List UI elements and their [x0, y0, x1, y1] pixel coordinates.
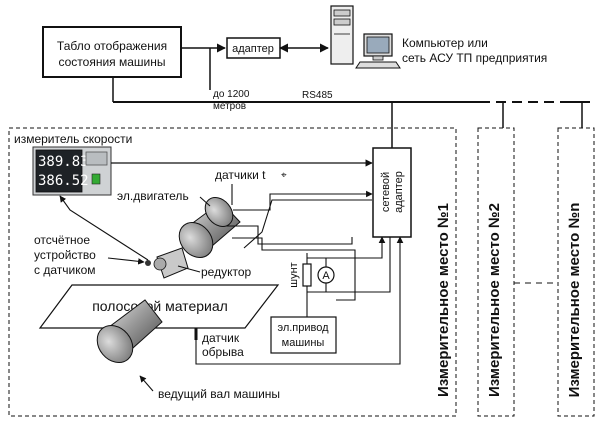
- speed-meter-label: измеритель скорости: [14, 132, 132, 146]
- motor-icon: [178, 197, 241, 258]
- break-sensor-line2: обрыва: [202, 345, 244, 359]
- display-board: Табло отображения состояния машины: [42, 26, 182, 78]
- computer-icon: [330, 5, 401, 69]
- electric-drive-box: эл.привод машины: [270, 316, 337, 354]
- speed-reading-bottom: 386.52: [38, 173, 89, 189]
- network-adapter-line1: сетевой: [380, 172, 392, 212]
- station-1-frame: [8, 127, 457, 417]
- station-n-title: Измерительное место №n: [566, 203, 583, 398]
- gearbox-icon: [153, 247, 189, 279]
- adapter-box: адаптер: [226, 37, 281, 59]
- shunt-resistor: [302, 263, 312, 287]
- station-n-frame: [557, 127, 595, 417]
- station-2-title: Измерительное место №2: [486, 203, 503, 397]
- network-adapter-line2: адаптер: [393, 171, 405, 213]
- station-2-frame: [477, 127, 515, 417]
- counter-label-line3: с датчиком: [34, 263, 96, 277]
- distance-line2: метров: [213, 101, 246, 112]
- strip-material-label: полосовой материал: [92, 298, 228, 314]
- speed-reading-top: 389.83: [38, 154, 89, 170]
- temp-sensors-label: датчики t: [215, 168, 266, 182]
- counter-sensor-icon: [145, 260, 151, 266]
- network-adapter: сетевой адаптер: [372, 147, 412, 238]
- strip-material: полосовой материал: [38, 284, 280, 329]
- display-board-line2: состояния машины: [58, 55, 165, 69]
- counter-label-line1: отсчётное: [34, 233, 90, 247]
- thermometer-icon: ⌖: [281, 170, 287, 181]
- speed-meter-device: 389.83 386.52: [32, 146, 112, 196]
- computer-label-line1: Компьютер или: [402, 36, 488, 50]
- break-sensor-line1: датчик: [202, 331, 240, 345]
- drive-shaft-label: ведущий вал машины: [158, 387, 280, 401]
- electric-drive-line2: машины: [282, 337, 325, 349]
- indicator-light-icon: [91, 173, 101, 185]
- shunt-label: шунт: [288, 262, 300, 287]
- counter-label-line2: устройство: [34, 248, 96, 262]
- gearbox-label: редуктор: [201, 265, 252, 279]
- display-board-line1: Табло отображения: [57, 39, 167, 53]
- electric-drive-line1: эл.привод: [277, 322, 329, 334]
- ammeter-label: A: [322, 270, 330, 282]
- computer-label-line2: сеть АСУ ТП предприятия: [402, 51, 547, 65]
- rs485-label: RS485: [302, 90, 333, 101]
- adapter-label: адаптер: [232, 43, 274, 55]
- distance-line1: до 1200: [213, 89, 250, 100]
- drive-shaft-icon: [96, 299, 163, 363]
- station-1-title: Измерительное место №1: [435, 203, 452, 397]
- station-1-wiring: [59, 184, 404, 392]
- motor-label: эл.двигатель: [117, 189, 189, 203]
